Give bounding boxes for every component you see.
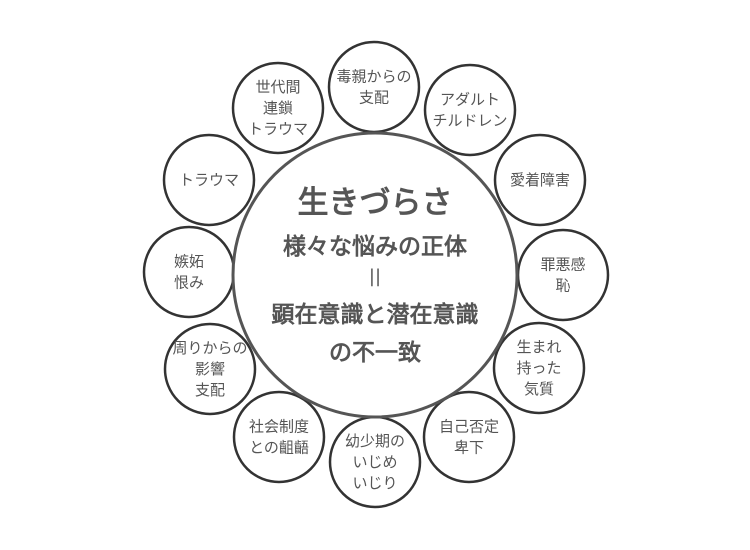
- satellite-label: 恥: [555, 277, 570, 295]
- center-equals: ||: [369, 266, 381, 287]
- satellite-circle: [493, 133, 587, 227]
- satellite-label: アダルト: [440, 91, 500, 109]
- satellite-label: 支配: [195, 381, 225, 399]
- center-circle: [231, 131, 519, 419]
- satellite-circle: [422, 390, 516, 484]
- satellite-label: 愛着障害: [510, 171, 570, 189]
- satellite-circle: [423, 63, 517, 157]
- satellite-circle: [516, 228, 610, 322]
- center-title: 生きづらさ: [298, 185, 453, 221]
- satellite-node: トラウマ: [162, 133, 256, 227]
- satellite-label: 罪悪感: [540, 256, 585, 274]
- satellite-label: 連鎖: [263, 99, 293, 117]
- satellite-label: 自己否定: [439, 418, 499, 436]
- satellite-label: 気質: [524, 380, 554, 398]
- satellite-label: 幼少期の: [345, 432, 405, 450]
- satellite-label: チルドレン: [432, 112, 507, 130]
- satellite-circle: [162, 133, 256, 227]
- satellite-label: 生まれ: [516, 338, 561, 356]
- center-subtitle: 様々な悩みの正体: [283, 233, 468, 260]
- satellite-label: 毒親からの: [336, 68, 411, 86]
- satellite-node: 愛着障害: [493, 133, 587, 227]
- satellite-label: 社会制度: [249, 418, 309, 436]
- satellite-label: 周りからの: [172, 339, 247, 357]
- satellite-label: 卑下: [454, 439, 484, 457]
- satellite-label: 恨み: [174, 274, 204, 292]
- satellite-label: 世代間: [255, 78, 300, 96]
- satellite-label: 嫉妬: [174, 253, 204, 271]
- satellite-circle: [231, 61, 325, 155]
- satellite-circle: [232, 390, 326, 484]
- satellite-label: 影響: [195, 360, 225, 378]
- satellite-circle: [327, 40, 421, 134]
- satellite-label: 支配: [359, 89, 389, 107]
- satellite-label: との齟齬: [249, 439, 309, 457]
- satellite-nodes: 毒親からの支配アダルトチルドレン愛着障害罪悪感恥生まれ持った気質自己否定卑下幼少…: [142, 40, 610, 509]
- center-node: 生きづらさ 様々な悩みの正体 || 顕在意識と潜在意識 の不一致: [231, 131, 519, 419]
- satellite-circle: [492, 321, 586, 415]
- satellite-label: いじり: [352, 474, 397, 492]
- satellite-label: トラウマ: [248, 120, 308, 138]
- satellite-label: いじめ: [352, 453, 397, 471]
- center-line-1: 顕在意識と潜在意識: [272, 301, 479, 328]
- satellite-circle: [142, 225, 236, 319]
- satellite-label: 持った: [516, 359, 561, 377]
- center-line-2: の不一致: [329, 339, 422, 366]
- satellite-circle: [163, 322, 257, 416]
- satellite-label: トラウマ: [179, 171, 239, 189]
